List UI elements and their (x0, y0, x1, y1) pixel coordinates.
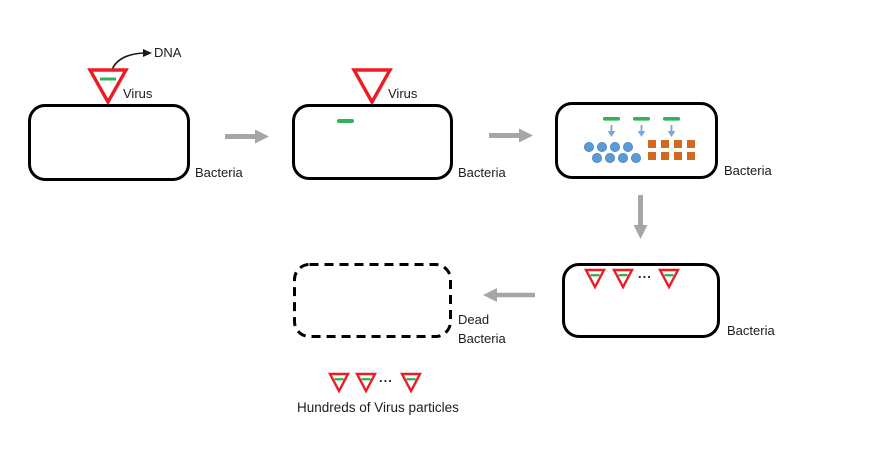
virus-icon (400, 372, 422, 394)
virus-icon (328, 372, 350, 394)
capsid-squares-icon (648, 140, 695, 160)
transcription-arrow-icon (607, 125, 676, 137)
bacteria-label: Bacteria (195, 165, 243, 180)
virus-icon (355, 372, 377, 394)
injected-dna-icon (337, 119, 354, 123)
dna-strand-icon (603, 117, 680, 121)
virus-icon (351, 68, 393, 106)
virus-icon (612, 268, 634, 290)
ellipsis: ... (638, 266, 652, 281)
protein-dots-icon (583, 142, 642, 164)
bacteria-label: Bacteria (727, 323, 775, 338)
virus-particles-caption: Hundreds of Virus particles (297, 400, 459, 415)
bacteria-cell (292, 104, 453, 180)
virus-label: Virus (123, 86, 153, 101)
dna-label: DNA (154, 45, 182, 60)
replication-contents (583, 117, 695, 164)
virus-label: Virus (388, 86, 418, 101)
dead-bacteria-cell (293, 263, 452, 338)
bacteria-cell (28, 104, 190, 181)
arrow-left-icon (483, 288, 535, 302)
arrow-down-icon (633, 195, 648, 239)
virus-icon (584, 268, 606, 290)
bacteria-label: Bacteria (724, 163, 772, 178)
arrow-right-icon (225, 129, 269, 144)
dead-bacteria-label: Dead Bacteria (458, 312, 506, 346)
virus-icon (658, 268, 680, 290)
arrow-right-icon (489, 128, 533, 143)
ellipsis: ... (379, 370, 393, 385)
virus-icon (87, 68, 129, 106)
bacteria-label: Bacteria (458, 165, 506, 180)
